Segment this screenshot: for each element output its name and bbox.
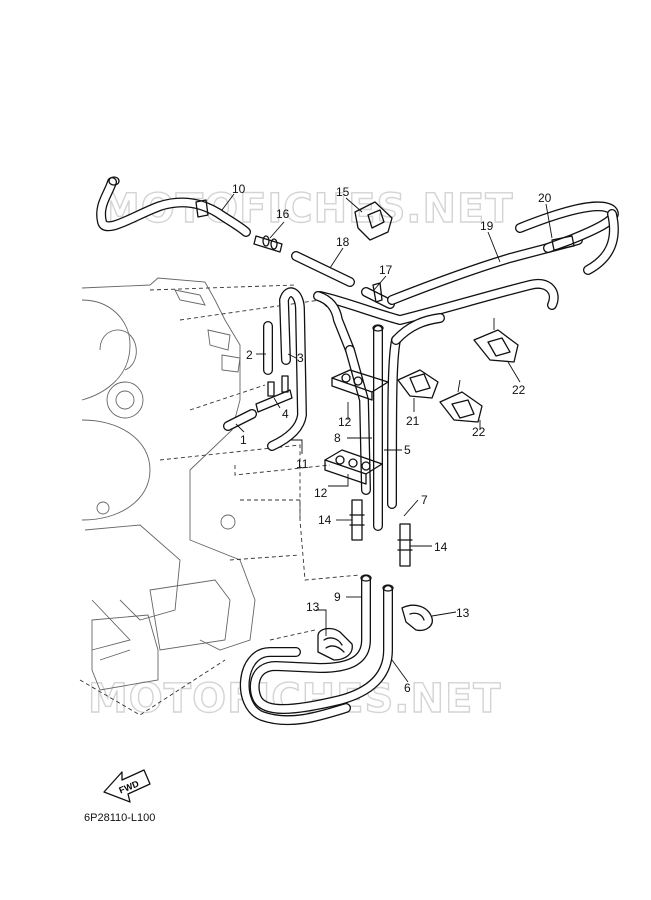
callout-2: 2 bbox=[246, 348, 253, 362]
part-14-coupling-right bbox=[397, 523, 413, 567]
part-code: 6P28110-L100 bbox=[84, 812, 156, 824]
callout-22-upper: 22 bbox=[512, 383, 526, 397]
engine-block-outline bbox=[81, 277, 256, 691]
leader-lines bbox=[221, 193, 553, 683]
fwd-arrow-icon: FWD bbox=[103, 769, 151, 803]
callout-6: 6 bbox=[404, 681, 411, 695]
part-1-pipe bbox=[223, 409, 257, 431]
callout-9: 9 bbox=[334, 590, 341, 604]
callout-1: 1 bbox=[240, 433, 247, 447]
callout-22-lower: 22 bbox=[472, 425, 486, 439]
part-6-hose bbox=[239, 574, 394, 726]
part-12-clamp-upper bbox=[331, 369, 389, 401]
part-19-hose bbox=[315, 235, 583, 325]
part-10-hose bbox=[96, 176, 251, 237]
callout-19: 19 bbox=[480, 219, 494, 233]
callout-7: 7 bbox=[421, 493, 428, 507]
part-13-clip-left bbox=[317, 627, 353, 661]
callout-14-right: 14 bbox=[434, 540, 448, 554]
callout-20: 20 bbox=[538, 191, 552, 205]
part-11-hose bbox=[267, 287, 355, 451]
part-8-hose bbox=[345, 313, 445, 509]
callout-3: 3 bbox=[297, 351, 304, 365]
part-15-clamp bbox=[354, 201, 393, 241]
callout-12-upper: 12 bbox=[338, 415, 352, 429]
part-13-clip-right bbox=[401, 604, 433, 632]
part-14-coupling-left bbox=[349, 499, 365, 541]
callout-12-lower: 12 bbox=[314, 486, 328, 500]
part-16-connector bbox=[253, 235, 283, 253]
callout-11: 11 bbox=[296, 457, 309, 471]
part-17-joint bbox=[361, 282, 395, 309]
reference-lines bbox=[79, 284, 361, 716]
part-12-clamp-lower bbox=[324, 449, 383, 485]
part-22-clip-lower bbox=[439, 391, 483, 423]
callout-21: 21 bbox=[406, 414, 420, 428]
part-22-clip-upper bbox=[473, 329, 519, 363]
part-4-fitting bbox=[255, 375, 293, 413]
watermark-bottom: MOTOFICHES.NET bbox=[88, 676, 502, 722]
part-5-pipe bbox=[372, 324, 384, 531]
watermark-top: MOTOFICHES.NET bbox=[100, 186, 514, 232]
callout-17: 17 bbox=[379, 263, 393, 277]
callout-13-left: 13 bbox=[306, 600, 320, 614]
callout-labels: 10 16 15 18 17 19 20 2 3 4 1 11 12 8 5 1… bbox=[232, 182, 552, 695]
callout-14-left: 14 bbox=[318, 513, 332, 527]
part-20-hose bbox=[515, 201, 619, 275]
part-18-hose bbox=[291, 251, 355, 287]
callout-13-right: 13 bbox=[456, 606, 470, 620]
callout-8: 8 bbox=[334, 431, 341, 445]
callout-18: 18 bbox=[336, 235, 350, 249]
callout-4: 4 bbox=[282, 407, 289, 421]
callout-15: 15 bbox=[336, 185, 350, 199]
callout-16: 16 bbox=[276, 207, 290, 221]
part-21-clip bbox=[397, 369, 439, 399]
callout-10: 10 bbox=[232, 182, 246, 196]
callout-5: 5 bbox=[404, 443, 411, 457]
